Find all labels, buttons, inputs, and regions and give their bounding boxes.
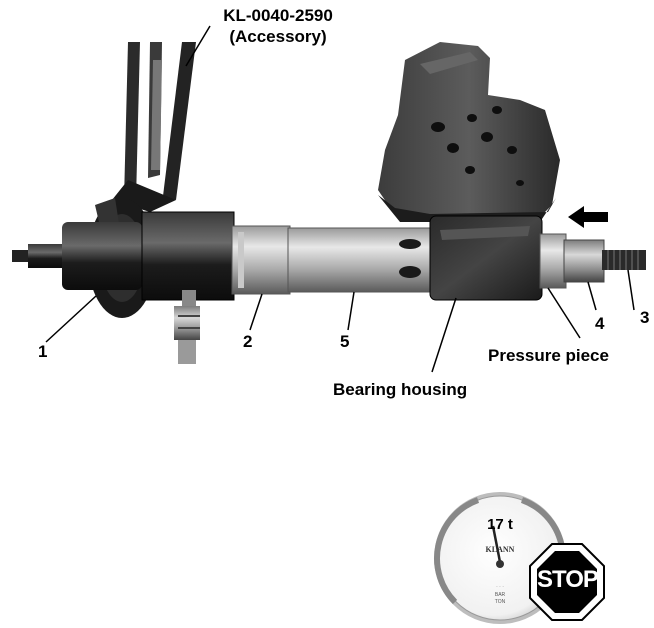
accessory-note: (Accessory) bbox=[229, 27, 327, 46]
pressure-piece-label: Pressure piece bbox=[488, 346, 609, 365]
svg-text:· · ·: · · · bbox=[496, 584, 504, 590]
arrow-left-icon bbox=[568, 206, 608, 228]
gauge-unit-bar: BAR bbox=[494, 592, 506, 598]
gauge-brand: KLANN bbox=[485, 545, 515, 554]
hydraulic-hose bbox=[174, 290, 200, 364]
bearing-housing-label: Bearing housing bbox=[333, 380, 468, 399]
accessory-part-number: KL-0040-2590 bbox=[223, 6, 333, 25]
gauge-unit-ton: TON bbox=[494, 599, 506, 605]
spindle-5 bbox=[287, 227, 435, 293]
hydraulic-cylinder bbox=[12, 211, 235, 301]
bearing-housing-part bbox=[429, 215, 543, 301]
callout-2: 2 bbox=[243, 332, 253, 351]
nut-and-thread bbox=[563, 239, 646, 283]
sleeve-2 bbox=[231, 225, 291, 295]
suspension-arm bbox=[378, 42, 560, 222]
stop-sign-text: STOP bbox=[537, 566, 599, 593]
callout-4: 4 bbox=[595, 314, 605, 333]
lifting-straps bbox=[112, 42, 196, 212]
callout-5: 5 bbox=[340, 332, 350, 351]
leader-lines bbox=[45, 25, 635, 373]
pressure-piece-part bbox=[539, 233, 567, 289]
stop-sign-icon bbox=[529, 543, 605, 621]
gauge-reading: 17 t bbox=[487, 516, 513, 533]
callout-3: 3 bbox=[640, 308, 650, 327]
callout-1: 1 bbox=[38, 342, 48, 361]
